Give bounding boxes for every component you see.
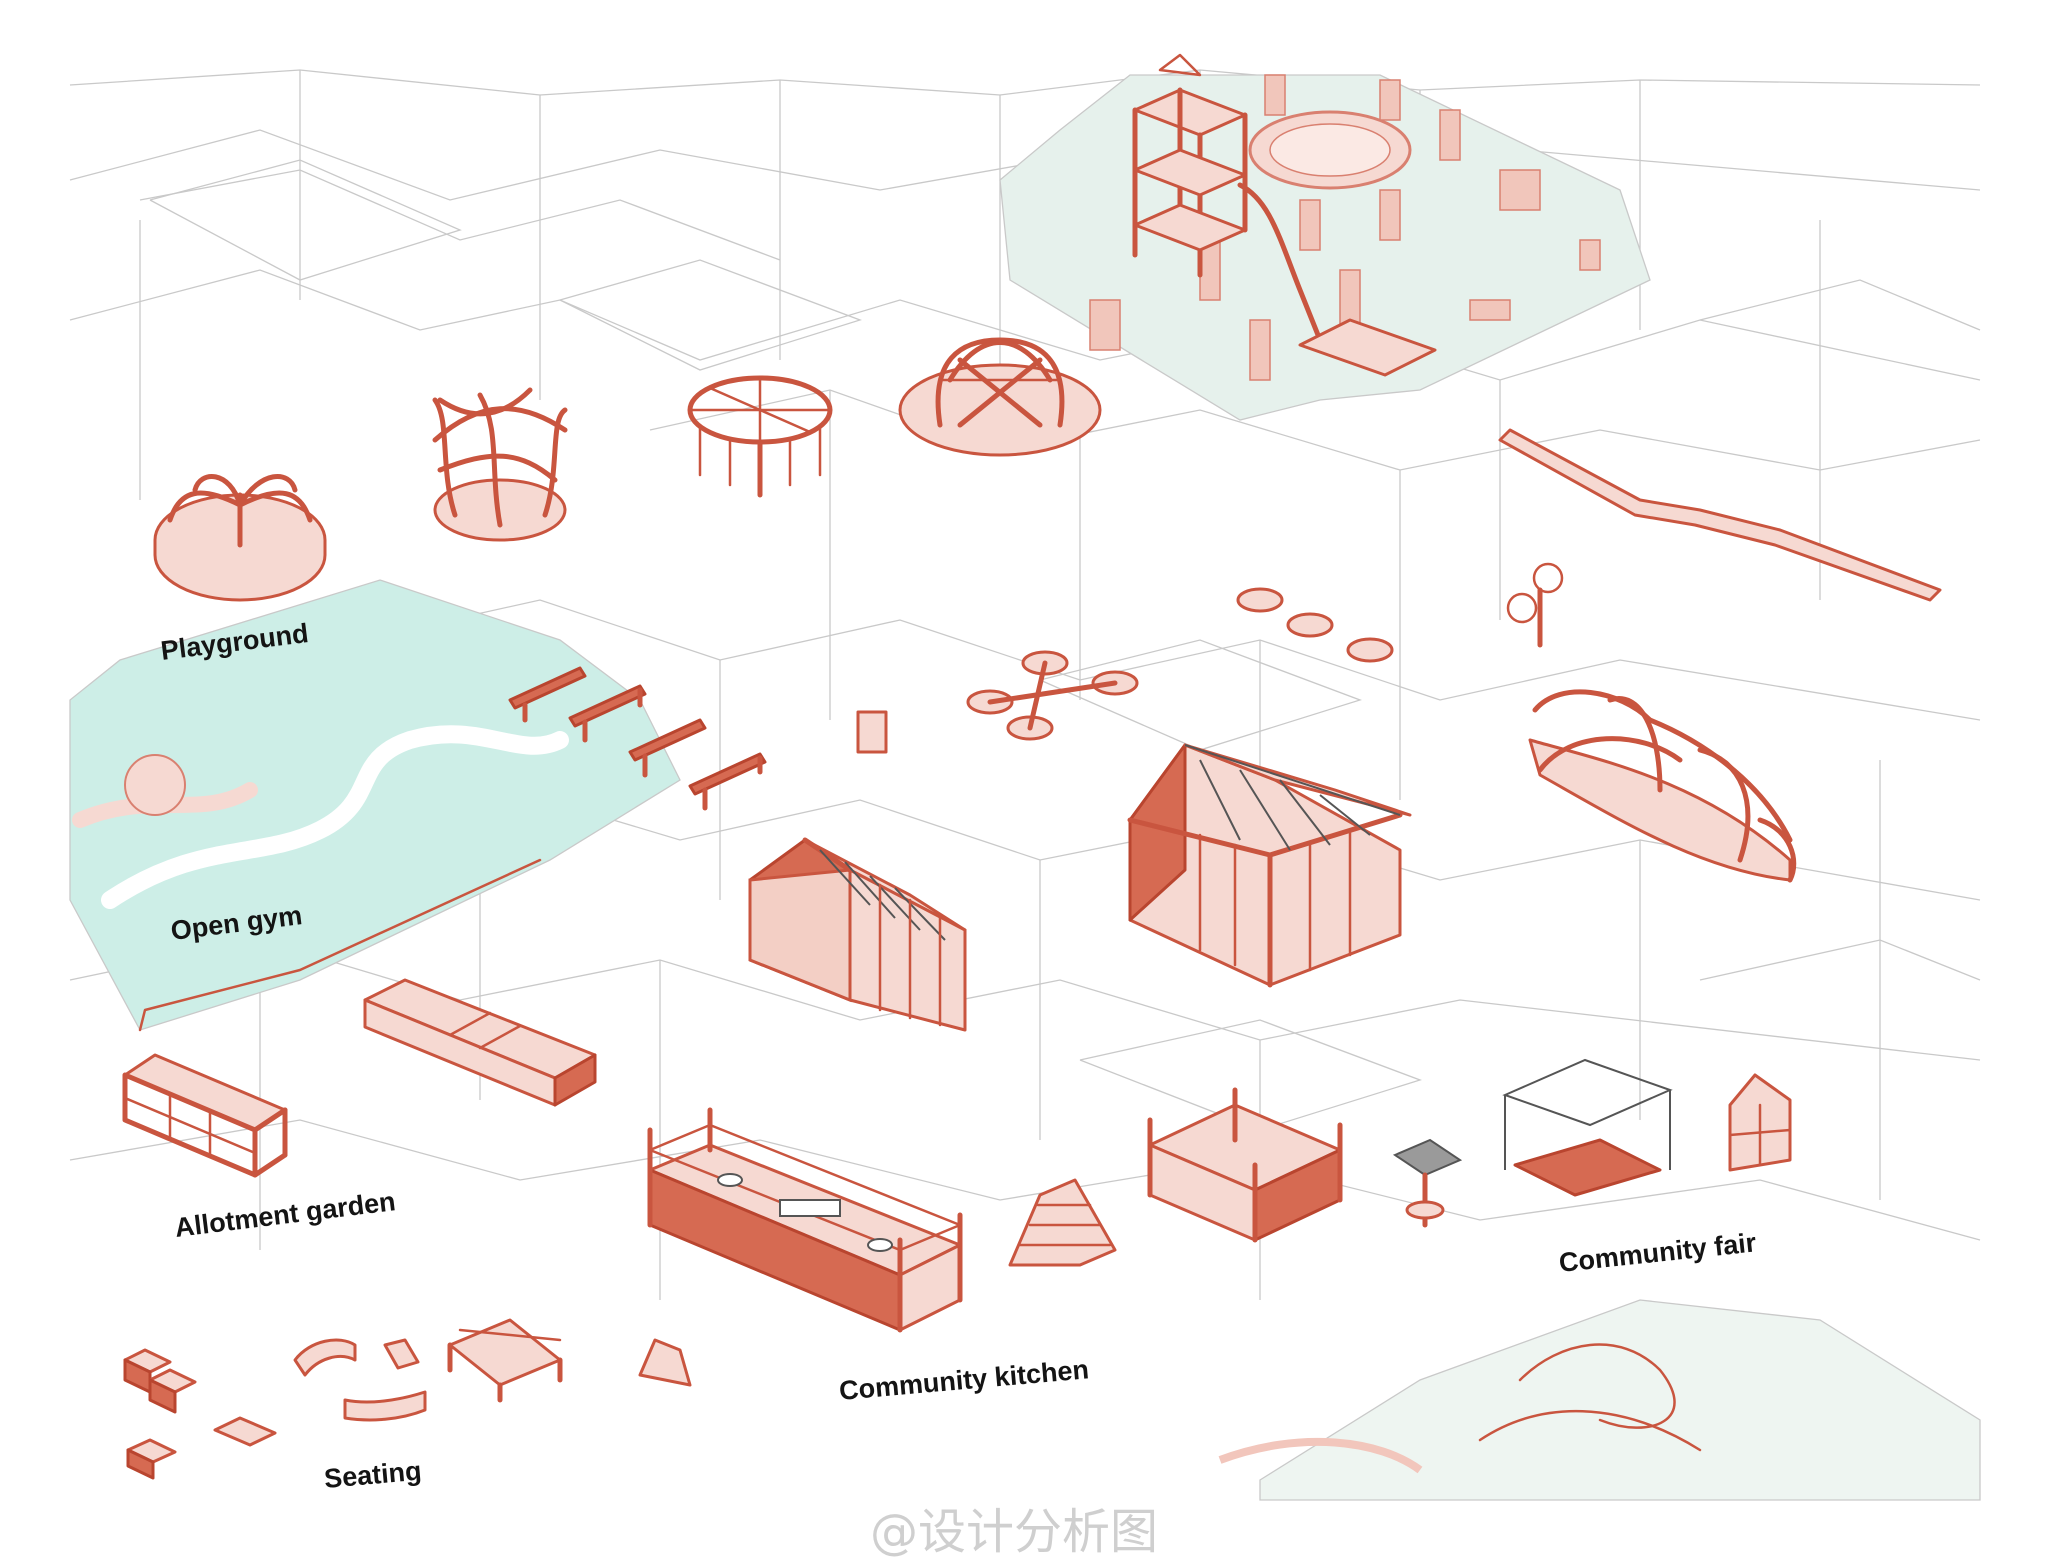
landscape-park bbox=[1218, 1299, 1981, 1501]
stepped-pyramid bbox=[1008, 1178, 1117, 1267]
kitchen-counter bbox=[647, 1107, 963, 1333]
park-zone bbox=[999, 74, 1651, 421]
arch-dome bbox=[898, 337, 1102, 457]
label-seating: Seating bbox=[323, 1456, 423, 1494]
fair-stall bbox=[1147, 1087, 1343, 1243]
swing-ring bbox=[687, 375, 833, 498]
shelf-cube bbox=[1728, 1073, 1792, 1172]
umbrella-table bbox=[1392, 1138, 1463, 1228]
watermark-text: @设计分析图 bbox=[870, 1504, 1158, 1560]
carousel-structure bbox=[153, 474, 327, 602]
climbing-block bbox=[638, 1338, 692, 1387]
label-community-fair: Community fair bbox=[1557, 1227, 1758, 1278]
balance-beam-walkway bbox=[1498, 428, 1942, 602]
exercise-wheel bbox=[1506, 562, 1564, 648]
seating-blocks bbox=[123, 1338, 427, 1480]
small-greenhouse bbox=[748, 837, 967, 1032]
planter-frame bbox=[122, 1053, 288, 1178]
watch-tower-slide bbox=[1132, 53, 1437, 377]
round-tables bbox=[966, 587, 1394, 741]
pull-up-bars bbox=[508, 666, 767, 811]
boat-arch-structure bbox=[1528, 689, 1797, 883]
sign-post bbox=[856, 710, 888, 754]
climbing-tower bbox=[432, 387, 568, 542]
canopy-tent bbox=[1502, 1058, 1673, 1197]
large-greenhouse bbox=[1127, 743, 1412, 988]
label-community-kitchen: Community kitchen bbox=[838, 1354, 1090, 1406]
park-bench bbox=[447, 1318, 563, 1403]
planter-box-long bbox=[363, 978, 597, 1107]
label-allotment-garden: Allotment garden bbox=[173, 1186, 397, 1243]
